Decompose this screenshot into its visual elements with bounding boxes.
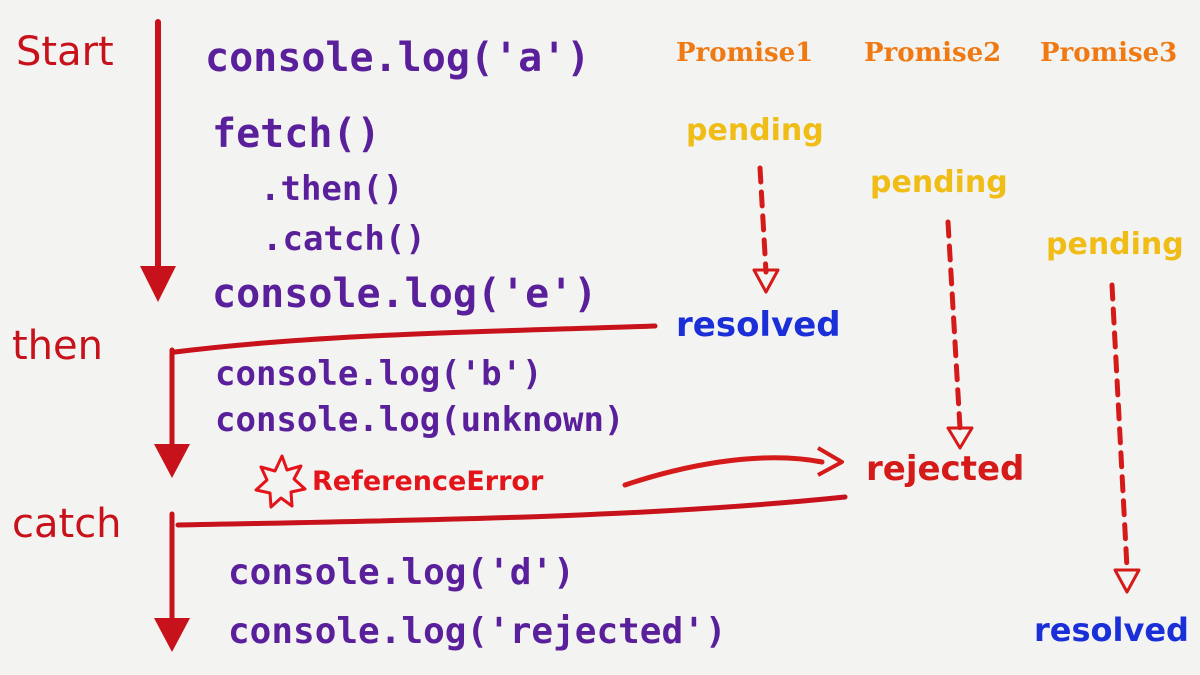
promise2-state-arrow — [945, 219, 974, 450]
code-fetch: fetch() — [212, 111, 381, 157]
promise3-resolved-state: resolved — [1034, 611, 1189, 649]
promise3-state-arrow — [1109, 282, 1141, 594]
phase-label-then: then — [12, 323, 103, 369]
code-log-b: console.log('b') — [215, 354, 543, 394]
error-to-rejected-arrow — [622, 446, 844, 488]
code-log-d: console.log('d') — [228, 552, 575, 593]
code-catch-call: .catch() — [262, 219, 426, 259]
code-log-a: console.log('a') — [205, 35, 591, 81]
promise1-title: Promise1 — [676, 38, 814, 68]
code-log-e: console.log('e') — [212, 271, 598, 317]
promise1-state-arrow — [752, 165, 780, 294]
promise1-pending-state: pending — [686, 113, 824, 148]
promise2-rejected-state: rejected — [866, 449, 1025, 489]
phase-label-start: Start — [16, 29, 114, 75]
then-flow-arrow — [154, 323, 658, 478]
explosion-star-icon — [254, 454, 307, 509]
promise3-pending-state: pending — [1046, 227, 1184, 262]
promise3-title: Promise3 — [1040, 38, 1178, 68]
start-flow-arrow — [140, 19, 176, 302]
code-log-rejected: console.log('rejected') — [228, 611, 727, 652]
promise2-pending-state: pending — [870, 165, 1008, 200]
promise2-title: Promise2 — [864, 38, 1002, 68]
promise1-resolved-state: resolved — [676, 305, 841, 345]
code-then-call: .then() — [260, 169, 404, 209]
reference-error-label: ReferenceError — [312, 466, 544, 497]
phase-label-catch: catch — [12, 501, 122, 547]
catch-flow-arrow — [154, 494, 848, 652]
code-log-unknown: console.log(unknown) — [215, 400, 625, 440]
